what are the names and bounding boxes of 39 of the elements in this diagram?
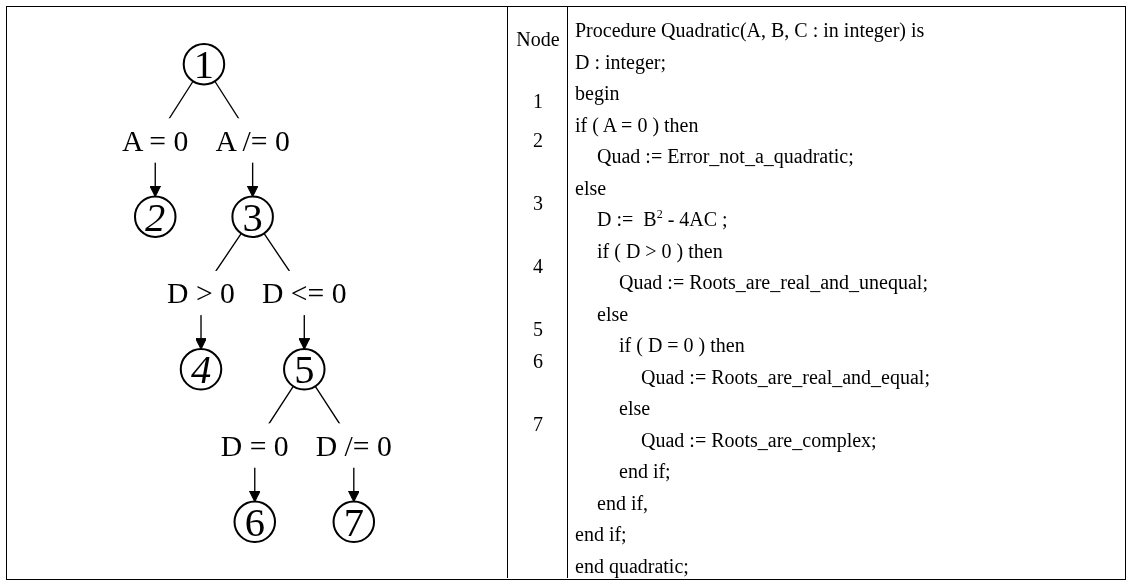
code-line: end if; — [575, 522, 627, 547]
code-line: Quad := Roots_are_complex; — [641, 427, 877, 454]
node-number: 1 — [532, 88, 544, 114]
node-number: 2 — [532, 128, 544, 154]
code-line: if ( D > 0 ) then — [597, 238, 723, 265]
code-line: Quad := Roots_are_real_and_unequal; — [619, 270, 928, 296]
node-number: 3 — [532, 191, 544, 217]
code-line: else — [619, 396, 651, 421]
code-line: begin — [575, 81, 620, 107]
code-line: if ( A = 0 ) then — [575, 112, 699, 139]
code-line: D := B$^{2}$ - 4AC ; — [597, 206, 728, 232]
node-circle: 4 — [179, 347, 223, 391]
edge-label: A /= 0 — [215, 123, 290, 157]
column-header: Node — [515, 27, 561, 53]
edge-label: A = 0 — [122, 123, 189, 157]
code-line: Quad := Error_not_a_quadratic; — [597, 144, 854, 170]
code-line: else — [575, 175, 607, 201]
edge-label: D > 0 — [167, 275, 235, 310]
code-line: else — [597, 301, 629, 327]
code-line: end if, — [597, 490, 649, 516]
code-line: if ( D = 0 ) then — [619, 333, 745, 359]
node-circle: 3 — [231, 194, 274, 238]
edge-label: D /= 0 — [315, 428, 392, 462]
edge-label: D <= 0 — [261, 275, 347, 310]
code-line: Quad := Roots_are_real_and_equal; — [641, 364, 930, 391]
code-line: D : integer; — [575, 49, 667, 76]
node-number: 4 — [532, 254, 544, 280]
node-number: 6 — [532, 348, 544, 374]
node-circle: 1 — [182, 42, 226, 85]
edge-label: D = 0 — [220, 428, 289, 462]
code-line: end if; — [619, 459, 671, 484]
node-circle: 7 — [332, 500, 376, 543]
node-circle: 6 — [233, 500, 277, 543]
node-circle: 2 — [134, 194, 177, 238]
code-line: end quadratic; — [575, 553, 689, 580]
node-number: 5 — [532, 317, 544, 343]
node-circle: 5 — [283, 347, 326, 391]
node-number: 7 — [532, 411, 544, 437]
code-line: Procedure Quadratic(A, B, C : in integer) is — [575, 18, 925, 44]
